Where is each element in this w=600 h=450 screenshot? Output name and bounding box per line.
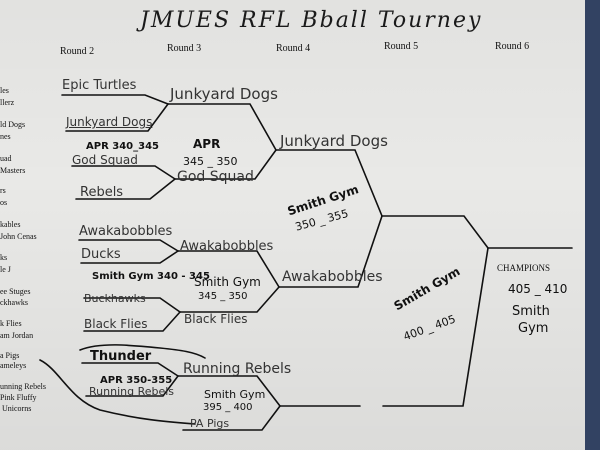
r5-line-2 bbox=[382, 247, 489, 407]
bracket-lines bbox=[61, 94, 573, 431]
r5-line-1 bbox=[381, 215, 489, 249]
round-label-6: Round 6 bbox=[495, 41, 530, 52]
left-team-7: rs bbox=[0, 186, 6, 195]
champions-label: CHAMPIONS bbox=[497, 263, 551, 273]
r3-line-3 bbox=[177, 250, 280, 288]
round-label-2: Round 2 bbox=[60, 46, 95, 57]
left-team-4: nes bbox=[0, 132, 11, 141]
r2-buckhawks: Buckhawks bbox=[84, 292, 146, 305]
left-team-5: uad bbox=[0, 154, 12, 163]
r2-rebels: Rebels bbox=[80, 185, 124, 200]
r3-smith-gym: Smith Gym bbox=[194, 275, 261, 289]
left-team-1: les bbox=[0, 86, 9, 95]
r3-god-squad: God Squad bbox=[177, 169, 254, 185]
r3-smith-gym-time: 345 _ 350 bbox=[198, 291, 248, 302]
r3-junkyard-dogs: Junkyard Dogs bbox=[170, 85, 278, 103]
r3-line-1 bbox=[167, 103, 277, 151]
r3-pa-pigs: PA Pigs bbox=[190, 417, 230, 430]
left-team-21: Unicorns bbox=[2, 404, 32, 413]
left-team-12: le J bbox=[0, 265, 11, 274]
r2-epic-turtles: Epic Turtles bbox=[62, 78, 137, 93]
r2-line-3 bbox=[71, 165, 176, 180]
scribble-pigs bbox=[39, 359, 196, 425]
r2-line-8 bbox=[83, 311, 181, 332]
scribble-thunder bbox=[79, 344, 206, 359]
left-team-19: unning Rebels bbox=[0, 382, 46, 391]
round-label-3: Round 3 bbox=[167, 43, 202, 54]
left-team-16: am Jordan bbox=[0, 331, 34, 340]
r2-line-7 bbox=[83, 297, 181, 313]
r2-ducks: Ducks bbox=[81, 247, 121, 262]
left-team-6: Masters bbox=[0, 166, 26, 175]
r6-time: 405 _ 410 bbox=[508, 282, 568, 296]
r2-running-rebels: Running Rebels bbox=[89, 385, 175, 398]
r2-line-6 bbox=[80, 250, 179, 264]
r3-line-6 bbox=[182, 405, 281, 431]
left-team-14: ckhawks bbox=[0, 298, 28, 307]
r3-running-rebels: Running Rebels bbox=[183, 361, 292, 377]
round-label-5: Round 5 bbox=[384, 41, 419, 52]
r2-junkyard-dogs: Junkyard Dogs bbox=[66, 115, 153, 129]
round-label-4: Round 4 bbox=[276, 43, 311, 54]
r2-thunder: Thunder bbox=[90, 349, 152, 364]
r2-awakabobbles: Awakabobbles bbox=[79, 224, 173, 239]
left-team-3: ld Dogs bbox=[0, 120, 26, 129]
r3-smith-gym2: Smith Gym bbox=[204, 388, 266, 401]
left-team-11: ks bbox=[0, 253, 8, 262]
r4-line-2 bbox=[278, 215, 383, 288]
r2-line-9 bbox=[81, 362, 179, 377]
r2-line-1 bbox=[61, 94, 169, 105]
left-team-9: kables bbox=[0, 220, 21, 229]
r2-black-flies: Black Flies bbox=[84, 317, 148, 331]
r3-black-flies: Black Flies bbox=[184, 312, 248, 326]
left-team-10: John Cenas bbox=[0, 232, 37, 241]
left-team-20: Pink Fluffy bbox=[0, 393, 37, 402]
r2-line-10 bbox=[85, 375, 179, 397]
left-team-8: os bbox=[0, 198, 8, 207]
bracket-sheet: JMUES RFL Bball Tourney Round 2 Round 3 … bbox=[0, 0, 585, 450]
left-team-17: a Pigs bbox=[0, 351, 20, 360]
left-team-18: ameleys bbox=[0, 361, 27, 370]
paper-shading bbox=[0, 0, 585, 450]
r2-apr-note2: APR 350-355 bbox=[100, 375, 173, 386]
left-team-15: k Flies bbox=[0, 319, 22, 328]
r4-junkyard-dogs: Junkyard Dogs bbox=[280, 132, 388, 150]
r4-awakabobbles: Awakabobbles bbox=[282, 269, 383, 285]
r2-apr-note: APR 340_345 bbox=[86, 141, 159, 152]
r3-smith-gym2-time: 395 _ 400 bbox=[203, 402, 253, 413]
page-title: JMUES RFL Bball Tourney bbox=[140, 8, 483, 33]
left-team-13: ee Stuges bbox=[0, 287, 31, 296]
r2-line-5 bbox=[78, 239, 179, 252]
r2-smith-gym-note: Smith Gym 340 - 345 bbox=[92, 271, 210, 282]
r3-awakabobbles: Awakabobbles bbox=[180, 239, 274, 254]
r2-line-2 bbox=[65, 103, 169, 132]
left-team-2: llerz bbox=[0, 98, 15, 107]
r3-apr-time: 345 _ 350 bbox=[183, 155, 238, 168]
r3-line-4 bbox=[179, 286, 280, 313]
r3-apr: APR bbox=[193, 137, 221, 151]
scribble-arrows bbox=[39, 344, 206, 425]
r6-venue-1: Smith bbox=[512, 304, 550, 319]
r3-line-5 bbox=[177, 375, 281, 407]
r6-venue-2: Gym bbox=[518, 321, 549, 336]
r3-line-2 bbox=[174, 149, 277, 180]
r4-line-1 bbox=[275, 149, 383, 217]
r2-god-squad: God Squad bbox=[72, 153, 138, 167]
r2-line-4 bbox=[75, 178, 176, 200]
frame-edge bbox=[585, 0, 600, 450]
